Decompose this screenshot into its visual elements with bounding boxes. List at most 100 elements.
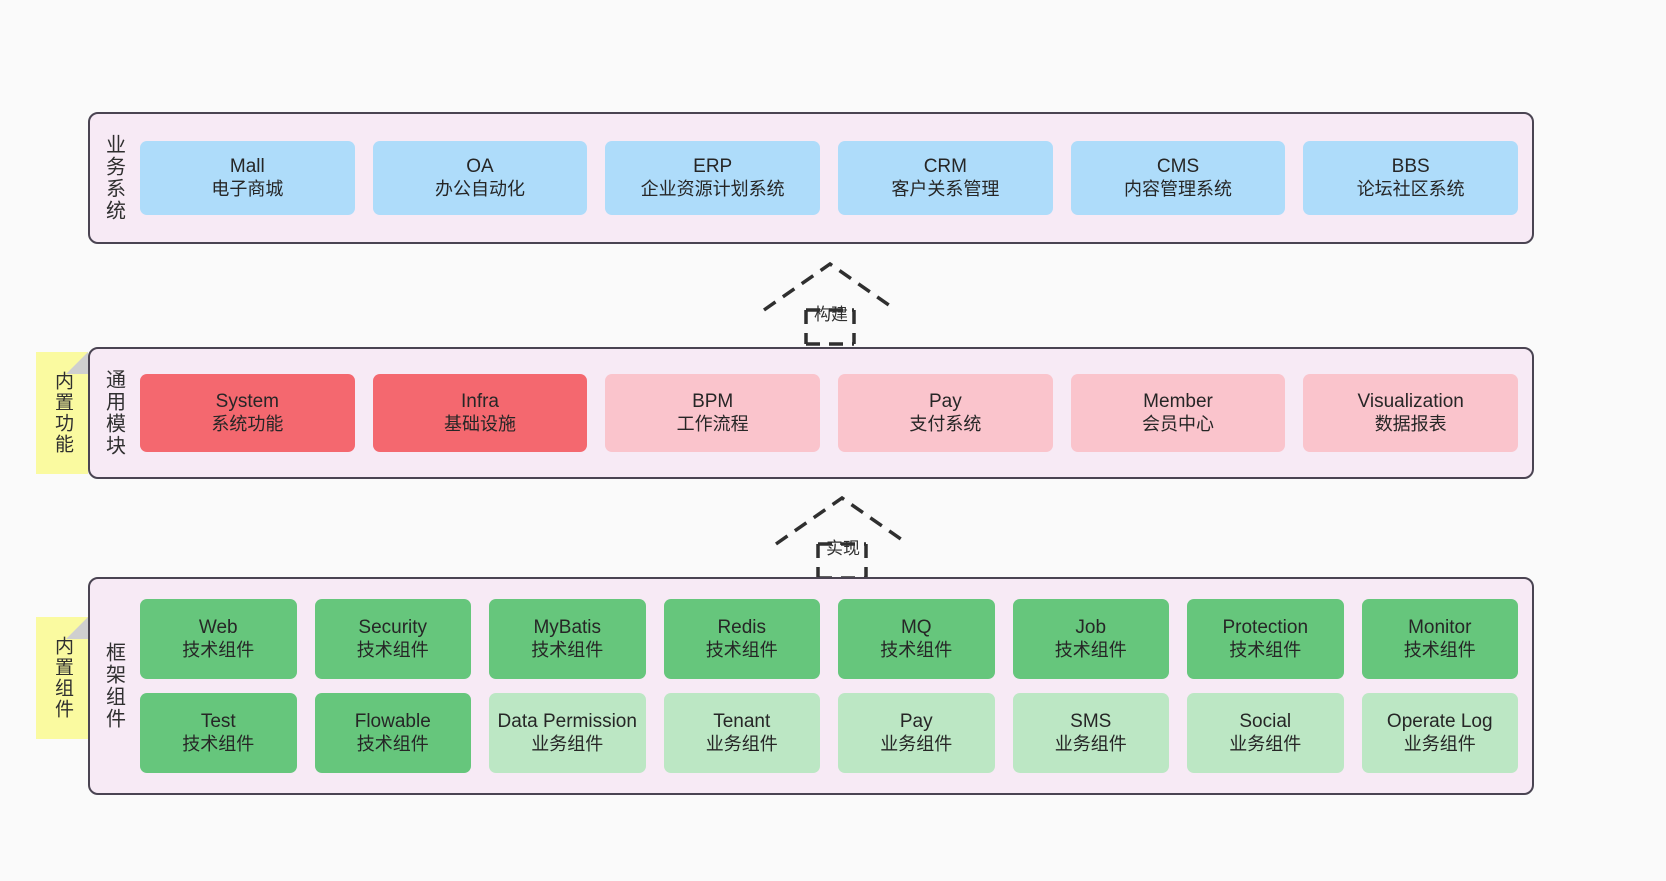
- card-title: Pay: [899, 711, 933, 733]
- layer-title-framework-component: 框架组件: [102, 642, 125, 730]
- card-protection[interactable]: Protection 技术组件: [1187, 599, 1344, 679]
- card-subtitle: 技术组件: [356, 733, 429, 754]
- card-subtitle: 企业资源计划系统: [640, 178, 785, 199]
- card-row: Mall 电子商城 OA 办公自动化 ERP 企业资源计划系统 CRM 客户关系…: [140, 141, 1519, 215]
- card-subtitle: 技术组件: [182, 639, 255, 660]
- card-cms[interactable]: CMS 内容管理系统: [1070, 141, 1286, 215]
- card-subtitle: 论坛社区系统: [1356, 178, 1465, 199]
- card-subtitle: 技术组件: [356, 639, 429, 660]
- card-subtitle: 内容管理系统: [1124, 178, 1233, 199]
- sticky-note-builtin-function: 内置功能: [36, 352, 88, 474]
- card-title: Mall: [229, 156, 265, 178]
- card-subtitle: 业务组件: [1403, 733, 1476, 754]
- sticky-note-builtin-component: 内置组件: [36, 617, 88, 739]
- card-subtitle: 技术组件: [705, 639, 778, 660]
- card-system[interactable]: System 系统功能: [140, 374, 355, 452]
- layer-body-framework-component: Web 技术组件 Security 技术组件 MyBatis 技术组件 Redi…: [136, 579, 1532, 793]
- card-mybatis[interactable]: MyBatis 技术组件: [489, 599, 646, 679]
- card-subtitle: 数据报表: [1374, 413, 1447, 434]
- card-subtitle: 技术组件: [1229, 639, 1302, 660]
- layer-body-business-system: Mall 电子商城 OA 办公自动化 ERP 企业资源计划系统 CRM 客户关系…: [136, 114, 1532, 242]
- card-pay-business[interactable]: Pay 业务组件: [838, 693, 995, 773]
- card-bpm[interactable]: BPM 工作流程: [605, 374, 821, 452]
- card-erp[interactable]: ERP 企业资源计划系统: [605, 141, 821, 215]
- card-title: Social: [1239, 711, 1292, 733]
- layer-business-system: 业务系统 Mall 电子商城 OA 办公自动化 ERP 企业资源计划系统 CRM…: [88, 112, 1534, 244]
- card-title: Visualization: [1357, 391, 1464, 413]
- build-arrow-icon: [762, 261, 898, 346]
- layer-title-common-module: 通用模块: [102, 369, 125, 457]
- card-data-permission[interactable]: Data Permission 业务组件: [489, 693, 646, 773]
- card-social[interactable]: Social 业务组件: [1187, 693, 1344, 773]
- card-subtitle: 技术组件: [1403, 639, 1476, 660]
- card-title: Flowable: [354, 711, 431, 733]
- card-subtitle: 技术组件: [182, 733, 255, 754]
- card-title: Tenant: [713, 711, 771, 733]
- card-title: Job: [1075, 617, 1107, 639]
- card-title: Security: [358, 617, 428, 639]
- card-title: Member: [1143, 391, 1213, 413]
- card-title: Redis: [717, 617, 767, 639]
- card-subtitle: 业务组件: [531, 733, 604, 754]
- card-redis[interactable]: Redis 技术组件: [663, 599, 820, 679]
- card-subtitle: 工作流程: [676, 413, 749, 434]
- card-subtitle: 电子商城: [211, 178, 284, 199]
- card-row: Test 技术组件 Flowable 技术组件 Data Permission …: [140, 693, 1518, 773]
- card-job[interactable]: Job 技术组件: [1012, 599, 1169, 679]
- card-member[interactable]: Member 会员中心: [1070, 374, 1286, 452]
- card-subtitle: 业务组件: [880, 733, 953, 754]
- card-subtitle: 会员中心: [1142, 413, 1215, 434]
- card-title: CMS: [1156, 156, 1200, 178]
- card-pay[interactable]: Pay 支付系统: [838, 374, 1053, 452]
- card-title: Pay: [928, 391, 962, 413]
- layer-common-module: 通用模块 System 系统功能 Infra 基础设施 BPM 工作流程 Pay…: [88, 347, 1534, 479]
- connector-build-label: 构建: [814, 305, 848, 324]
- card-title: BBS: [1391, 156, 1430, 178]
- card-title: Operate Log: [1386, 711, 1493, 733]
- card-monitor[interactable]: Monitor 技术组件: [1361, 599, 1518, 679]
- card-mq[interactable]: MQ 技术组件: [838, 599, 995, 679]
- sticky-note-label: 内置组件: [51, 636, 73, 720]
- card-visualization[interactable]: Visualization 数据报表: [1303, 374, 1519, 452]
- card-crm[interactable]: CRM 客户关系管理: [838, 141, 1053, 215]
- card-subtitle: 业务组件: [705, 733, 778, 754]
- card-mall[interactable]: Mall 电子商城: [140, 141, 355, 215]
- connector-build: 构建: [760, 258, 900, 346]
- card-title: Infra: [460, 391, 500, 413]
- sticky-note-label: 内置功能: [51, 371, 73, 455]
- card-title: Monitor: [1408, 617, 1472, 639]
- card-subtitle: 业务组件: [1229, 733, 1302, 754]
- card-web[interactable]: Web 技术组件: [140, 599, 297, 679]
- card-tenant[interactable]: Tenant 业务组件: [663, 693, 820, 773]
- card-title: ERP: [693, 156, 733, 178]
- card-subtitle: 系统功能: [211, 413, 284, 434]
- card-title: SMS: [1070, 711, 1112, 733]
- layer-body-common-module: System 系统功能 Infra 基础设施 BPM 工作流程 Pay 支付系统…: [136, 349, 1532, 477]
- card-title: BPM: [692, 391, 734, 413]
- card-title: CRM: [923, 156, 967, 178]
- connector-implement-label: 实现: [826, 539, 860, 558]
- card-title: OA: [466, 156, 494, 178]
- card-bbs[interactable]: BBS 论坛社区系统: [1303, 141, 1519, 215]
- card-row: Web 技术组件 Security 技术组件 MyBatis 技术组件 Redi…: [140, 599, 1518, 679]
- card-subtitle: 基础设施: [444, 413, 516, 434]
- card-title: System: [215, 391, 280, 413]
- card-subtitle: 办公自动化: [435, 178, 525, 199]
- layer-framework-component: 框架组件 Web 技术组件 Security 技术组件 MyBatis 技术组件…: [88, 577, 1534, 795]
- card-flowable[interactable]: Flowable 技术组件: [314, 693, 471, 773]
- card-sms[interactable]: SMS 业务组件: [1012, 693, 1169, 773]
- card-title: Test: [200, 711, 236, 733]
- card-subtitle: 客户关系管理: [891, 178, 1000, 199]
- card-security[interactable]: Security 技术组件: [314, 599, 471, 679]
- card-test[interactable]: Test 技术组件: [140, 693, 297, 773]
- card-subtitle: 业务组件: [1054, 733, 1127, 754]
- card-subtitle: 支付系统: [909, 413, 982, 434]
- card-subtitle: 技术组件: [531, 639, 604, 660]
- card-title: MQ: [900, 617, 932, 639]
- card-oa[interactable]: OA 办公自动化: [372, 141, 588, 215]
- card-operate-log[interactable]: Operate Log 业务组件: [1361, 693, 1518, 773]
- card-infra[interactable]: Infra 基础设施: [372, 374, 588, 452]
- card-row: System 系统功能 Infra 基础设施 BPM 工作流程 Pay 支付系统…: [140, 374, 1519, 452]
- layer-title-business-system: 业务系统: [102, 134, 125, 222]
- card-title: Data Permission: [497, 711, 637, 733]
